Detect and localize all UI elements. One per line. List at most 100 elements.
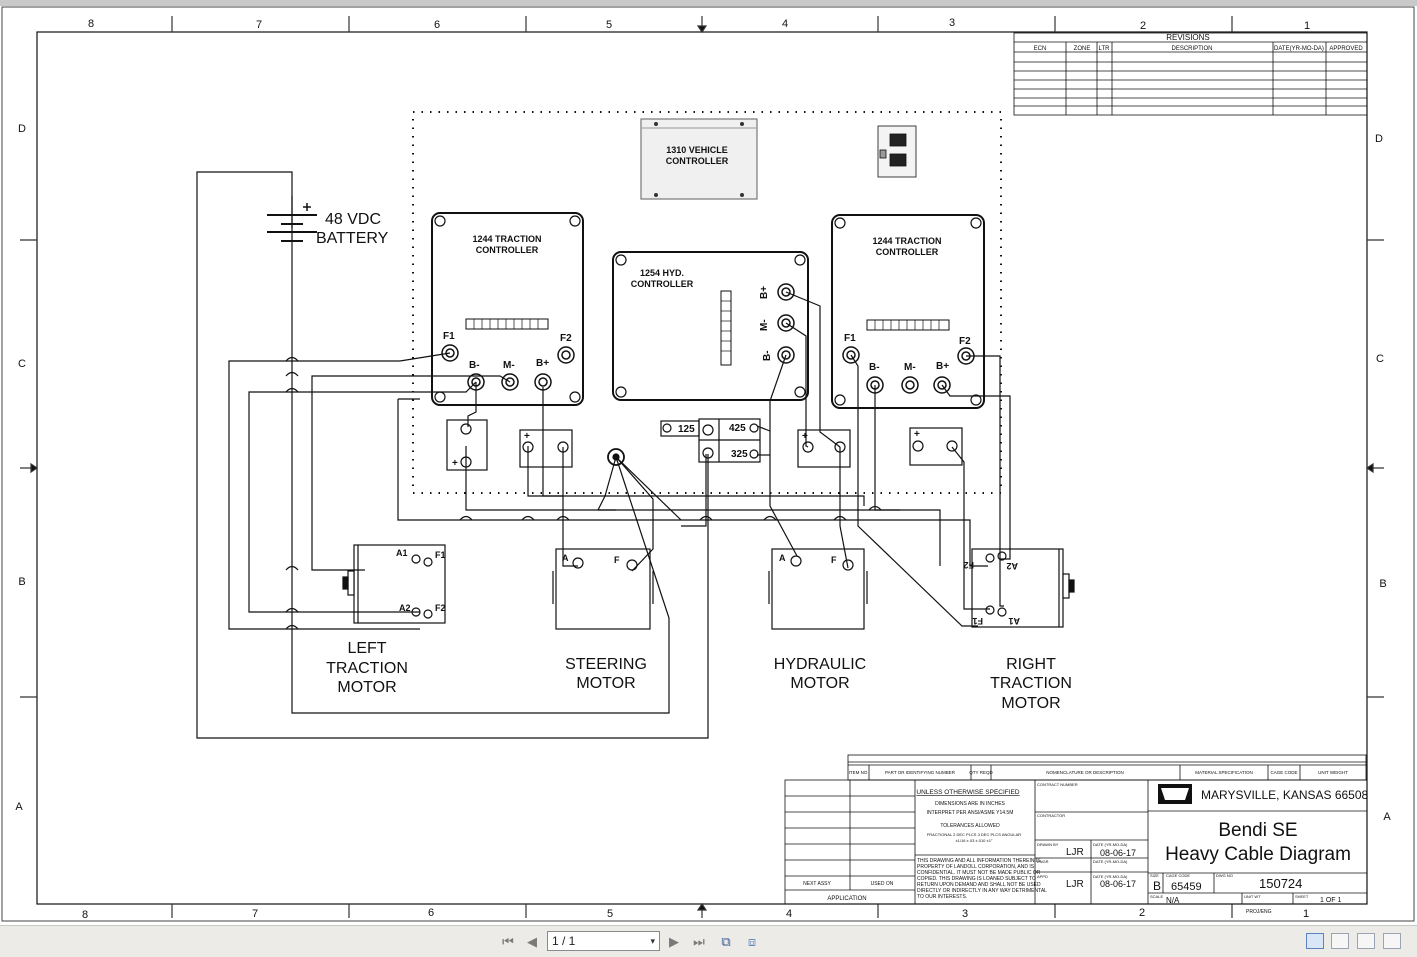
revisions-title: REVISIONS: [1166, 33, 1210, 42]
sheet-label: SHEET: [1295, 894, 1309, 899]
size-label: SIZE: [1150, 873, 1159, 878]
last-page-icon[interactable]: ⏭: [693, 934, 705, 949]
cage-code-value: 65459: [1171, 881, 1202, 893]
dwg-no-value: 150724: [1259, 876, 1302, 891]
zone-col-top-1: 1: [1304, 20, 1310, 32]
continuous-layout-icon[interactable]: [1331, 933, 1349, 949]
left-traction-controller-1244: 1244 TRACTION CONTROLLER F1 F2 B- M- B+: [431, 212, 584, 406]
rev-header-approved: APPROVED: [1329, 46, 1363, 52]
left-ctrl-f2-label: F2: [560, 333, 572, 344]
right-ctrl-bminus-label: B-: [869, 362, 880, 373]
sheet-value: 1 OF 1: [1320, 897, 1342, 904]
confidential-line-4: COPIED. THIS DRAWING IS LOANED SUBJECT T…: [917, 876, 1036, 882]
drawing-title-line-2: Heavy Cable Diagram: [1165, 844, 1351, 865]
fuse-125-label: 125: [678, 424, 695, 435]
zone-col-bottom-1: 1: [1303, 908, 1309, 920]
left-controller-label-2: CONTROLLER: [476, 245, 539, 255]
zone-col-top-4: 4: [782, 18, 788, 30]
fuse-425-label: 425: [729, 423, 746, 434]
company-location: MARYSVILLE, KANSAS 66508: [1201, 788, 1369, 802]
continuous-facing-layout-icon[interactable]: [1383, 933, 1401, 949]
single-page-layout-icon[interactable]: [1306, 933, 1324, 949]
hyd-ctrl-bplus-label: B+: [759, 286, 770, 299]
parts-list-header: ITEM NO PART OR IDENTIFYING NUMBER QTY R…: [847, 754, 1367, 781]
battery-label-name: BATTERY: [316, 230, 389, 247]
rev-header-ecn: ECN: [1034, 46, 1047, 52]
parts-header-material: MATERIAL SPECIFICATION: [1195, 770, 1252, 775]
right-controller-label-1: 1244 TRACTION: [872, 236, 941, 246]
zone-col-bottom-3: 3: [962, 908, 968, 920]
contactor-mid-plus: +: [524, 431, 530, 442]
left-motor-f2: F2: [435, 603, 446, 613]
zone-row-right-A: A: [1383, 811, 1391, 823]
drawn-date-label: DATE (YR-MO-DA): [1093, 842, 1128, 847]
tolerance-values: ±1/16 ±.03 ±.010 ±1°: [955, 838, 992, 843]
hydraulic-motor: A F: [768, 548, 868, 630]
confidential-line-5: RETURN UPON DEMAND AND SHALL NOT BE USED: [917, 882, 1041, 888]
revisions-table: REVISIONS ECN ZONE LTR DESCRIPTION DATE(…: [1013, 32, 1368, 116]
zone-ticks: [20, 16, 1384, 918]
right-ctrl-bplus-label: B+: [936, 361, 949, 372]
right-controller-label-2: CONTROLLER: [876, 247, 939, 257]
steering-motor-f: F: [614, 555, 620, 565]
zone-col-bottom-4: 4: [786, 908, 792, 920]
right-traction-controller-1244: 1244 TRACTION CONTROLLER F1 F2 B- M- B+: [831, 214, 985, 409]
zone-col-bottom-8: 8: [82, 909, 88, 921]
next-page-icon[interactable]: ▶: [669, 934, 679, 949]
zone-col-top-3: 3: [949, 17, 955, 29]
first-page-icon[interactable]: ⏮: [502, 934, 514, 949]
battery-label-voltage: 48 VDC: [325, 211, 381, 228]
zone-col-bottom-6: 6: [428, 907, 434, 919]
rev-header-zone: ZONE: [1074, 46, 1091, 52]
contract-number-label: CONTRACT NUMBER: [1037, 782, 1078, 787]
hydraulic-motor-label-1: HYDRAULIC: [774, 656, 866, 673]
confidential-line-3: CONFIDENTIAL. IT MUST NOT BE MADE PUBLIC…: [917, 870, 1041, 876]
parts-header-qty: QTY REQD: [969, 770, 993, 775]
right-motor-a1: A1: [1008, 616, 1020, 626]
right-motor-label-2: TRACTION: [990, 675, 1072, 692]
zone-row-right-C: C: [1376, 353, 1384, 365]
vehicle-controller-label-1: 1310 VEHICLE: [666, 145, 728, 155]
facing-layout-icon[interactable]: [1357, 933, 1375, 949]
dwg-no-label: DWG NO: [1216, 873, 1233, 878]
prev-page-icon[interactable]: ◀: [527, 934, 537, 949]
drawn-by-value: LJR: [1066, 847, 1084, 858]
steering-motor-label-2: MOTOR: [576, 675, 635, 692]
hyd-ctrl-mminus-label: M-: [759, 319, 770, 331]
zone-row-left-A: A: [15, 801, 23, 813]
zone-row-right-D: D: [1375, 133, 1383, 145]
right-motor-a2: A2: [1006, 561, 1018, 571]
page-number-field[interactable]: 1 / 1 ▾: [547, 931, 660, 951]
left-motor-label-1: LEFT: [347, 640, 386, 657]
appd-date-value: 08-06-17: [1100, 879, 1136, 889]
contactor-hyd-plus: +: [802, 431, 808, 442]
contactor-right-plus: +: [914, 429, 920, 440]
fuse-325-label: 325: [731, 449, 748, 460]
zone-row-right-B: B: [1379, 578, 1386, 590]
parts-header-item: ITEM NO: [849, 770, 868, 775]
left-motor-a2: A2: [399, 603, 411, 613]
scale-label: SCALE: [1150, 894, 1163, 899]
vehicle-controller-1310: 1310 VEHICLE CONTROLLER: [640, 118, 758, 200]
unless-specified-note: UNLESS OTHERWISE SPECIFIED: [916, 789, 1019, 796]
right-motor-f1: F1: [972, 616, 983, 626]
battery-symbol: [267, 203, 317, 242]
page-dropdown-icon[interactable]: ▾: [650, 936, 655, 946]
right-motor-f2: F2: [963, 560, 974, 570]
right-ctrl-mminus-label: M-: [904, 362, 916, 373]
copy-icon[interactable]: ⧉: [721, 934, 731, 949]
document-viewer-toolbar: ⏮ ◀ 1 / 1 ▾ ▶ ⏭ ⧉ ⧈: [0, 925, 1417, 957]
left-ctrl-bplus-label: B+: [536, 358, 549, 369]
scale-value: N/A: [1166, 896, 1180, 905]
zone-col-top-2: 2: [1140, 20, 1146, 32]
export-icon[interactable]: ⧈: [747, 934, 757, 949]
confidential-line-2: PROPERTY OF LANDOLL CORPORATION, AND IS: [917, 864, 1035, 870]
confidential-line-6: DIRECTLY OR INDIRECTLY IN ANY WAY DETRIM…: [917, 888, 1047, 894]
confidential-line-1: THIS DRAWING AND ALL INFORMATION THEREIN…: [917, 858, 1041, 864]
right-ctrl-f2-label: F2: [959, 336, 971, 347]
confidential-line-7: TO OUR INTERESTS.: [917, 894, 967, 900]
right-motor-label-3: MOTOR: [1001, 695, 1060, 712]
engr-label: ENGR: [1037, 859, 1049, 864]
hydraulic-motor-a: A: [779, 553, 786, 563]
rev-header-date: DATE(YR-MO-DA): [1274, 46, 1324, 52]
